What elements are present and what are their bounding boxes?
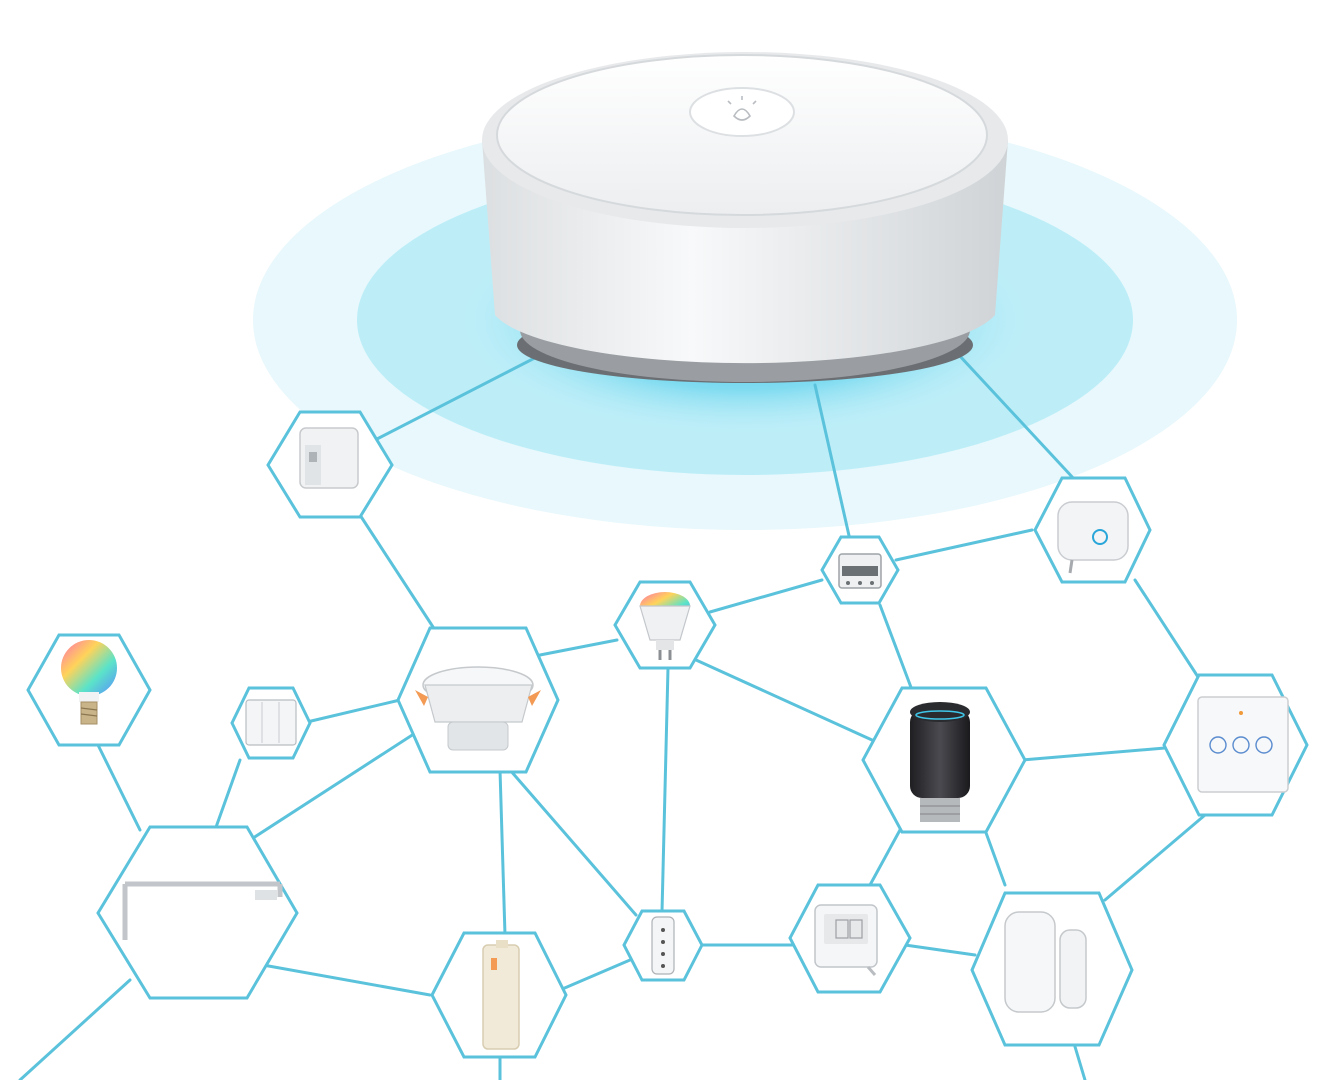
thermostat-icon [814, 904, 878, 976]
hub-button [689, 87, 795, 137]
smart-hub [482, 52, 1008, 383]
curtain-switch-icon [1197, 696, 1289, 793]
network-lines [18, 338, 1207, 1080]
downlight-icon [415, 666, 541, 751]
hex-curtain-rail [96, 825, 299, 1000]
tuya-logo-icon [727, 96, 757, 121]
smart-plug-icon [1057, 501, 1129, 574]
rgb-bulb-icon [61, 640, 117, 725]
switch-module-icon [838, 553, 882, 589]
curtain-rail-icon [122, 881, 283, 940]
triple-switch-icon [245, 699, 297, 746]
gu10-bulb-icon [639, 592, 691, 660]
door-sensor-icon [1004, 911, 1087, 1013]
curtain-robot-icon [299, 427, 359, 489]
remote-control-icon [651, 916, 675, 975]
blind-motor-icon [482, 940, 520, 1050]
radiator-valve-icon [910, 702, 970, 822]
